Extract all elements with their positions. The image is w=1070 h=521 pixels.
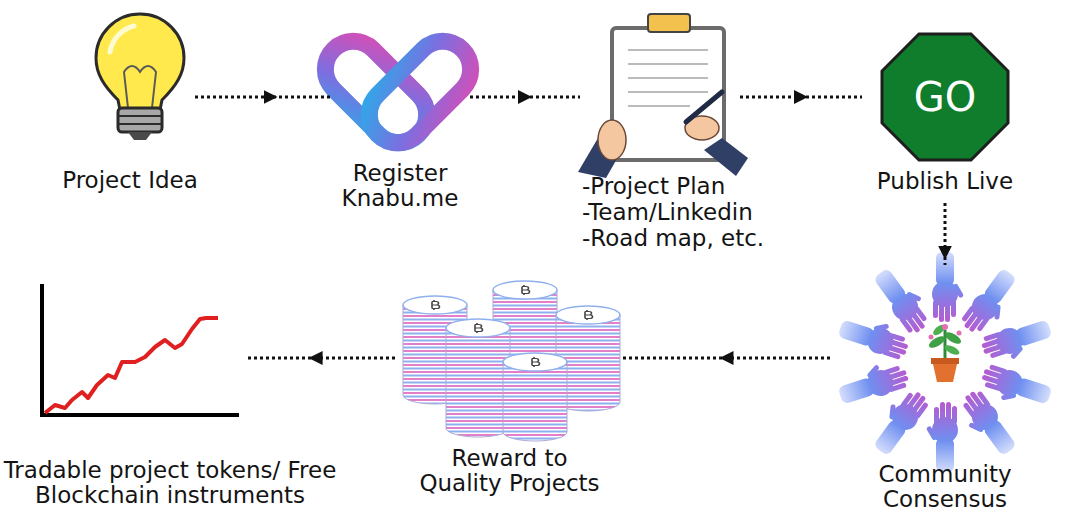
hand (979, 316, 1055, 368)
coin-top (446, 319, 510, 337)
go-sign (882, 34, 1008, 160)
chart-axis (40, 413, 239, 417)
chart-line (45, 318, 218, 413)
coin-top (403, 296, 467, 314)
paper-line (628, 91, 708, 93)
bulb-filament (124, 66, 156, 108)
step-label: Community Consensus (867, 462, 1023, 512)
step-node: Register Knabu.me (330, 18, 470, 213)
coin-symbol (432, 300, 440, 310)
hand (598, 120, 626, 160)
leaf (943, 343, 960, 356)
dotted-arrow (944, 203, 947, 265)
dotted-arrow (623, 357, 830, 360)
bulb-base (118, 108, 162, 132)
dotted-arrow (740, 96, 862, 99)
step-label: Register Knabu.me (335, 161, 465, 211)
clipboard-board (612, 28, 724, 160)
bulb-glass (96, 14, 184, 110)
dotted-arrow (248, 357, 395, 360)
dotted-arrow (195, 96, 330, 99)
octagon (882, 34, 1008, 160)
coin-stack (446, 328, 510, 437)
coin-symbol (585, 310, 593, 320)
bulb-tip (128, 132, 152, 140)
step-label: -Road map, etc. (582, 226, 782, 251)
hand (870, 262, 937, 337)
paper-line (628, 105, 690, 107)
bulb-thread (119, 115, 161, 117)
bulb-thread (119, 123, 161, 125)
step-node: Tradable project tokens/ Free Blockchain… (20, 280, 248, 510)
step-node: Reward to Quality Projects (395, 280, 623, 495)
coin-top (503, 353, 567, 371)
pot (933, 364, 957, 382)
paper-line (628, 63, 708, 65)
hand (953, 387, 1020, 462)
step-label: -Project Plan (582, 174, 782, 199)
coin-symbol (522, 285, 530, 295)
coin-symbol (532, 357, 540, 367)
step-label: Tradable project tokens/ Free Blockchain… (0, 458, 342, 508)
coin-top (493, 281, 557, 299)
hand (932, 252, 964, 322)
light-bulb (96, 14, 184, 140)
hand (834, 356, 910, 408)
coin-stacks (403, 281, 620, 441)
sleeve (704, 138, 748, 176)
step-node: Project Idea (65, 18, 195, 203)
flower (957, 331, 962, 336)
step-node: -Project Plan-Team/Linkedin-Road map, et… (580, 10, 740, 260)
community-hands (834, 252, 1055, 472)
leaf (927, 334, 947, 350)
step-label: Reward to Quality Projects (409, 446, 610, 496)
pot-rim (931, 358, 959, 364)
coin-symbol (475, 323, 483, 333)
step-label: Publish Live (855, 169, 1035, 194)
knabu-logo (314, 30, 482, 154)
step-node: GOPublish Live (862, 28, 1028, 203)
sign-text: GO (895, 73, 995, 121)
clipboard-clip (648, 14, 690, 32)
paper-line (628, 49, 708, 51)
line-chart (40, 284, 239, 417)
flower (929, 335, 934, 340)
step-node: Community Consensus (830, 265, 1060, 510)
step-label: Project Idea (55, 168, 205, 193)
dotted-arrow (470, 96, 580, 99)
coin-stack (503, 362, 567, 441)
logo-link (358, 30, 482, 154)
chart-axis (40, 284, 44, 417)
pen (686, 92, 722, 122)
leaf (943, 330, 963, 346)
bulb-highlight (110, 26, 134, 52)
clipboard (578, 14, 748, 178)
paper-line (628, 77, 708, 79)
flower (942, 324, 948, 330)
coin-top (556, 306, 620, 324)
step-label: -Team/Linkedin (582, 200, 782, 225)
